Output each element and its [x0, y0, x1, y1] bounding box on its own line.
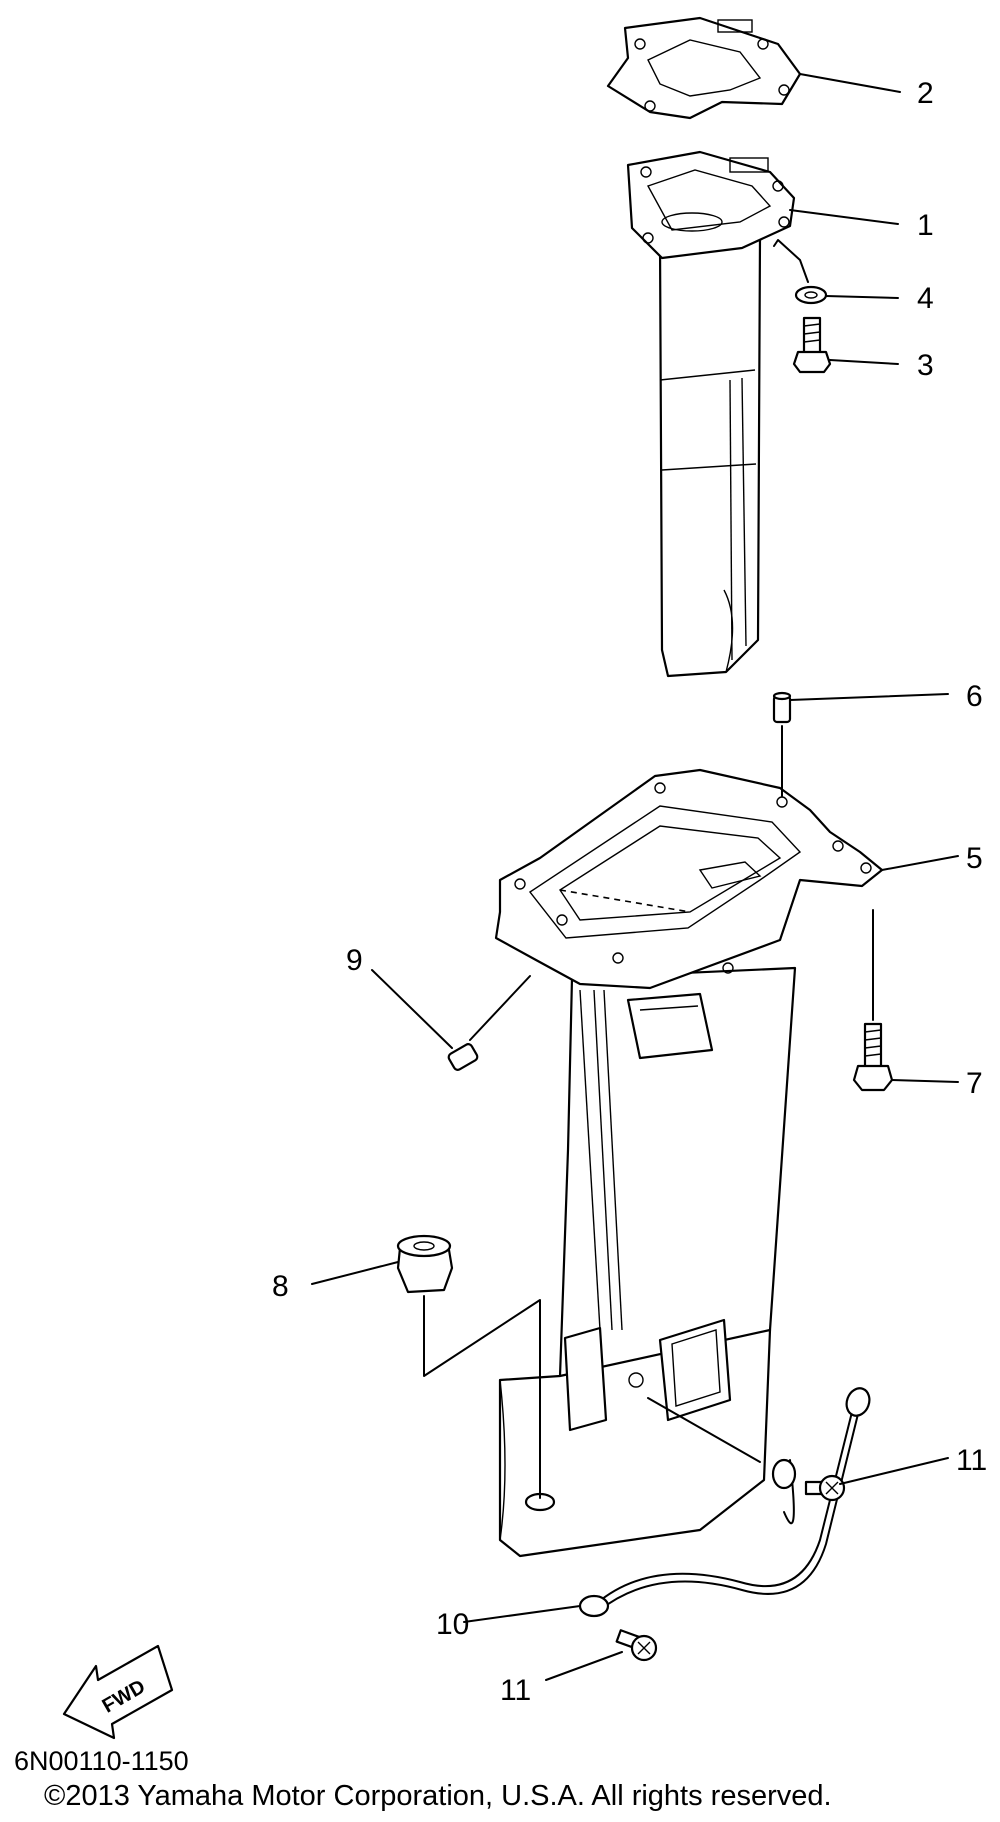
upper-casing-part-5: [494, 768, 884, 1558]
callout-3: 3: [917, 349, 934, 382]
copyright-notice: ©2013 Yamaha Motor Corporation, U.S.A. A…: [44, 1780, 832, 1812]
callout-10: 10: [436, 1608, 469, 1641]
assembly-lines: [423, 239, 874, 1499]
dowel-pin-part-9: [447, 1043, 479, 1071]
callout-2: 2: [917, 77, 934, 110]
exhaust-tube-part-1: [626, 150, 796, 678]
grommet-part-8: [396, 1234, 454, 1294]
ground-lead-part-10: [578, 1387, 871, 1618]
dowel-pin-part-6: [772, 691, 792, 724]
bolt-part-3: [792, 316, 832, 374]
gasket-part-2: [606, 16, 802, 120]
callout-4: 4: [917, 282, 934, 315]
callout-9: 9: [346, 944, 363, 977]
callout-8: 8: [272, 1270, 289, 1303]
callout-11-lower: 11: [500, 1674, 531, 1707]
callout-5: 5: [966, 842, 983, 875]
screw-part-11-lower: [615, 1629, 658, 1662]
callout-1: 1: [917, 209, 934, 242]
callout-labels: 1 2 3 4 5 6 7 8 9 10 11 11: [272, 77, 987, 1707]
callout-6: 6: [966, 680, 983, 713]
callout-7: 7: [966, 1067, 983, 1100]
washer-part-4: [794, 285, 828, 305]
screw-part-11-upper: [804, 1474, 846, 1502]
bolt-part-7: [852, 1022, 894, 1092]
fwd-direction-arrow: FWD: [62, 1644, 174, 1740]
leader-lines: [311, 73, 959, 1681]
callout-11-upper: 11: [956, 1444, 987, 1477]
diagram-code: 6N00110-1150: [14, 1746, 189, 1776]
